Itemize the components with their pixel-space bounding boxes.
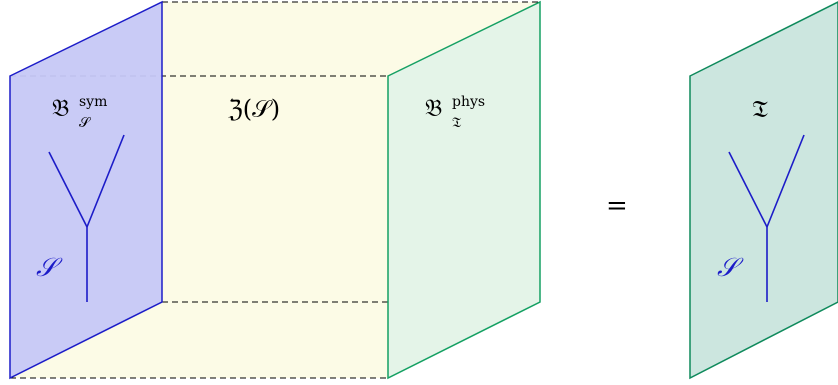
- physical-boundary-label: 𝔅: [425, 94, 442, 122]
- symmetry-boundary-subscript: 𝒮: [79, 115, 92, 131]
- symmetry-boundary-plane: [9, 0, 163, 380]
- physical-boundary-subscript: 𝔗: [452, 115, 462, 131]
- left-junction: [48, 134, 125, 302]
- equals-sign: =: [606, 191, 628, 221]
- result-junction: [728, 134, 805, 302]
- physical-boundary-plane: [387, 0, 541, 380]
- physical-boundary-superscript: phys: [452, 94, 485, 110]
- symmetry-boundary-superscript: sym: [79, 94, 107, 110]
- result-theory-label: 𝔗: [752, 95, 768, 123]
- bulk-label: ℨ(𝒮): [228, 95, 280, 123]
- result-theory-plane: [689, 1, 838, 380]
- symmetry-boundary-label: 𝔅: [52, 94, 69, 122]
